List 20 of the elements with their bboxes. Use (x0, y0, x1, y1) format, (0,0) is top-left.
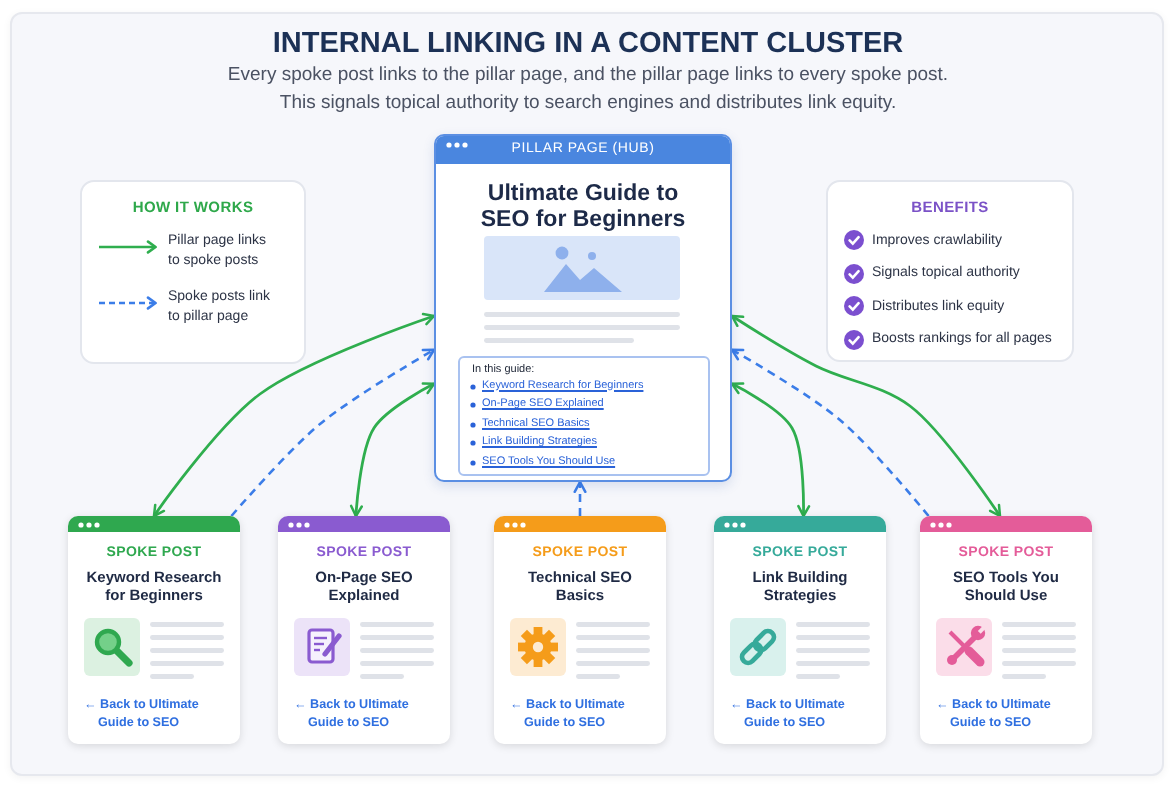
benefits-card (826, 180, 1074, 362)
subtitle: This signals topical authority to search engines and distributes link equity. (279, 92, 897, 116)
pillar-page-card (434, 134, 732, 482)
info-card (80, 180, 306, 364)
subtitle: Every spoke post links to the pillar page, and the pillar page links to every spoke post. (227, 64, 949, 88)
spoke-post-card (278, 516, 450, 744)
double-arrow (730, 382, 811, 518)
table-of-contents-box (458, 356, 710, 476)
page-title: Ultimate Guide to SEO for Beginners (478, 181, 688, 235)
double-arrow (730, 314, 1002, 518)
double-arrow (349, 382, 436, 518)
double-arrow (152, 312, 436, 518)
dashed-arrow (573, 480, 587, 516)
dashed-arrow (230, 348, 436, 517)
dashed-arrow (730, 348, 930, 517)
spoke-post-card (714, 516, 886, 744)
spoke-post-card (494, 516, 666, 744)
title: INTERNAL LINKING IN A CONTENT CLUSTER (272, 26, 904, 62)
spoke-post-card (68, 516, 240, 744)
spoke-post-card (920, 516, 1092, 744)
